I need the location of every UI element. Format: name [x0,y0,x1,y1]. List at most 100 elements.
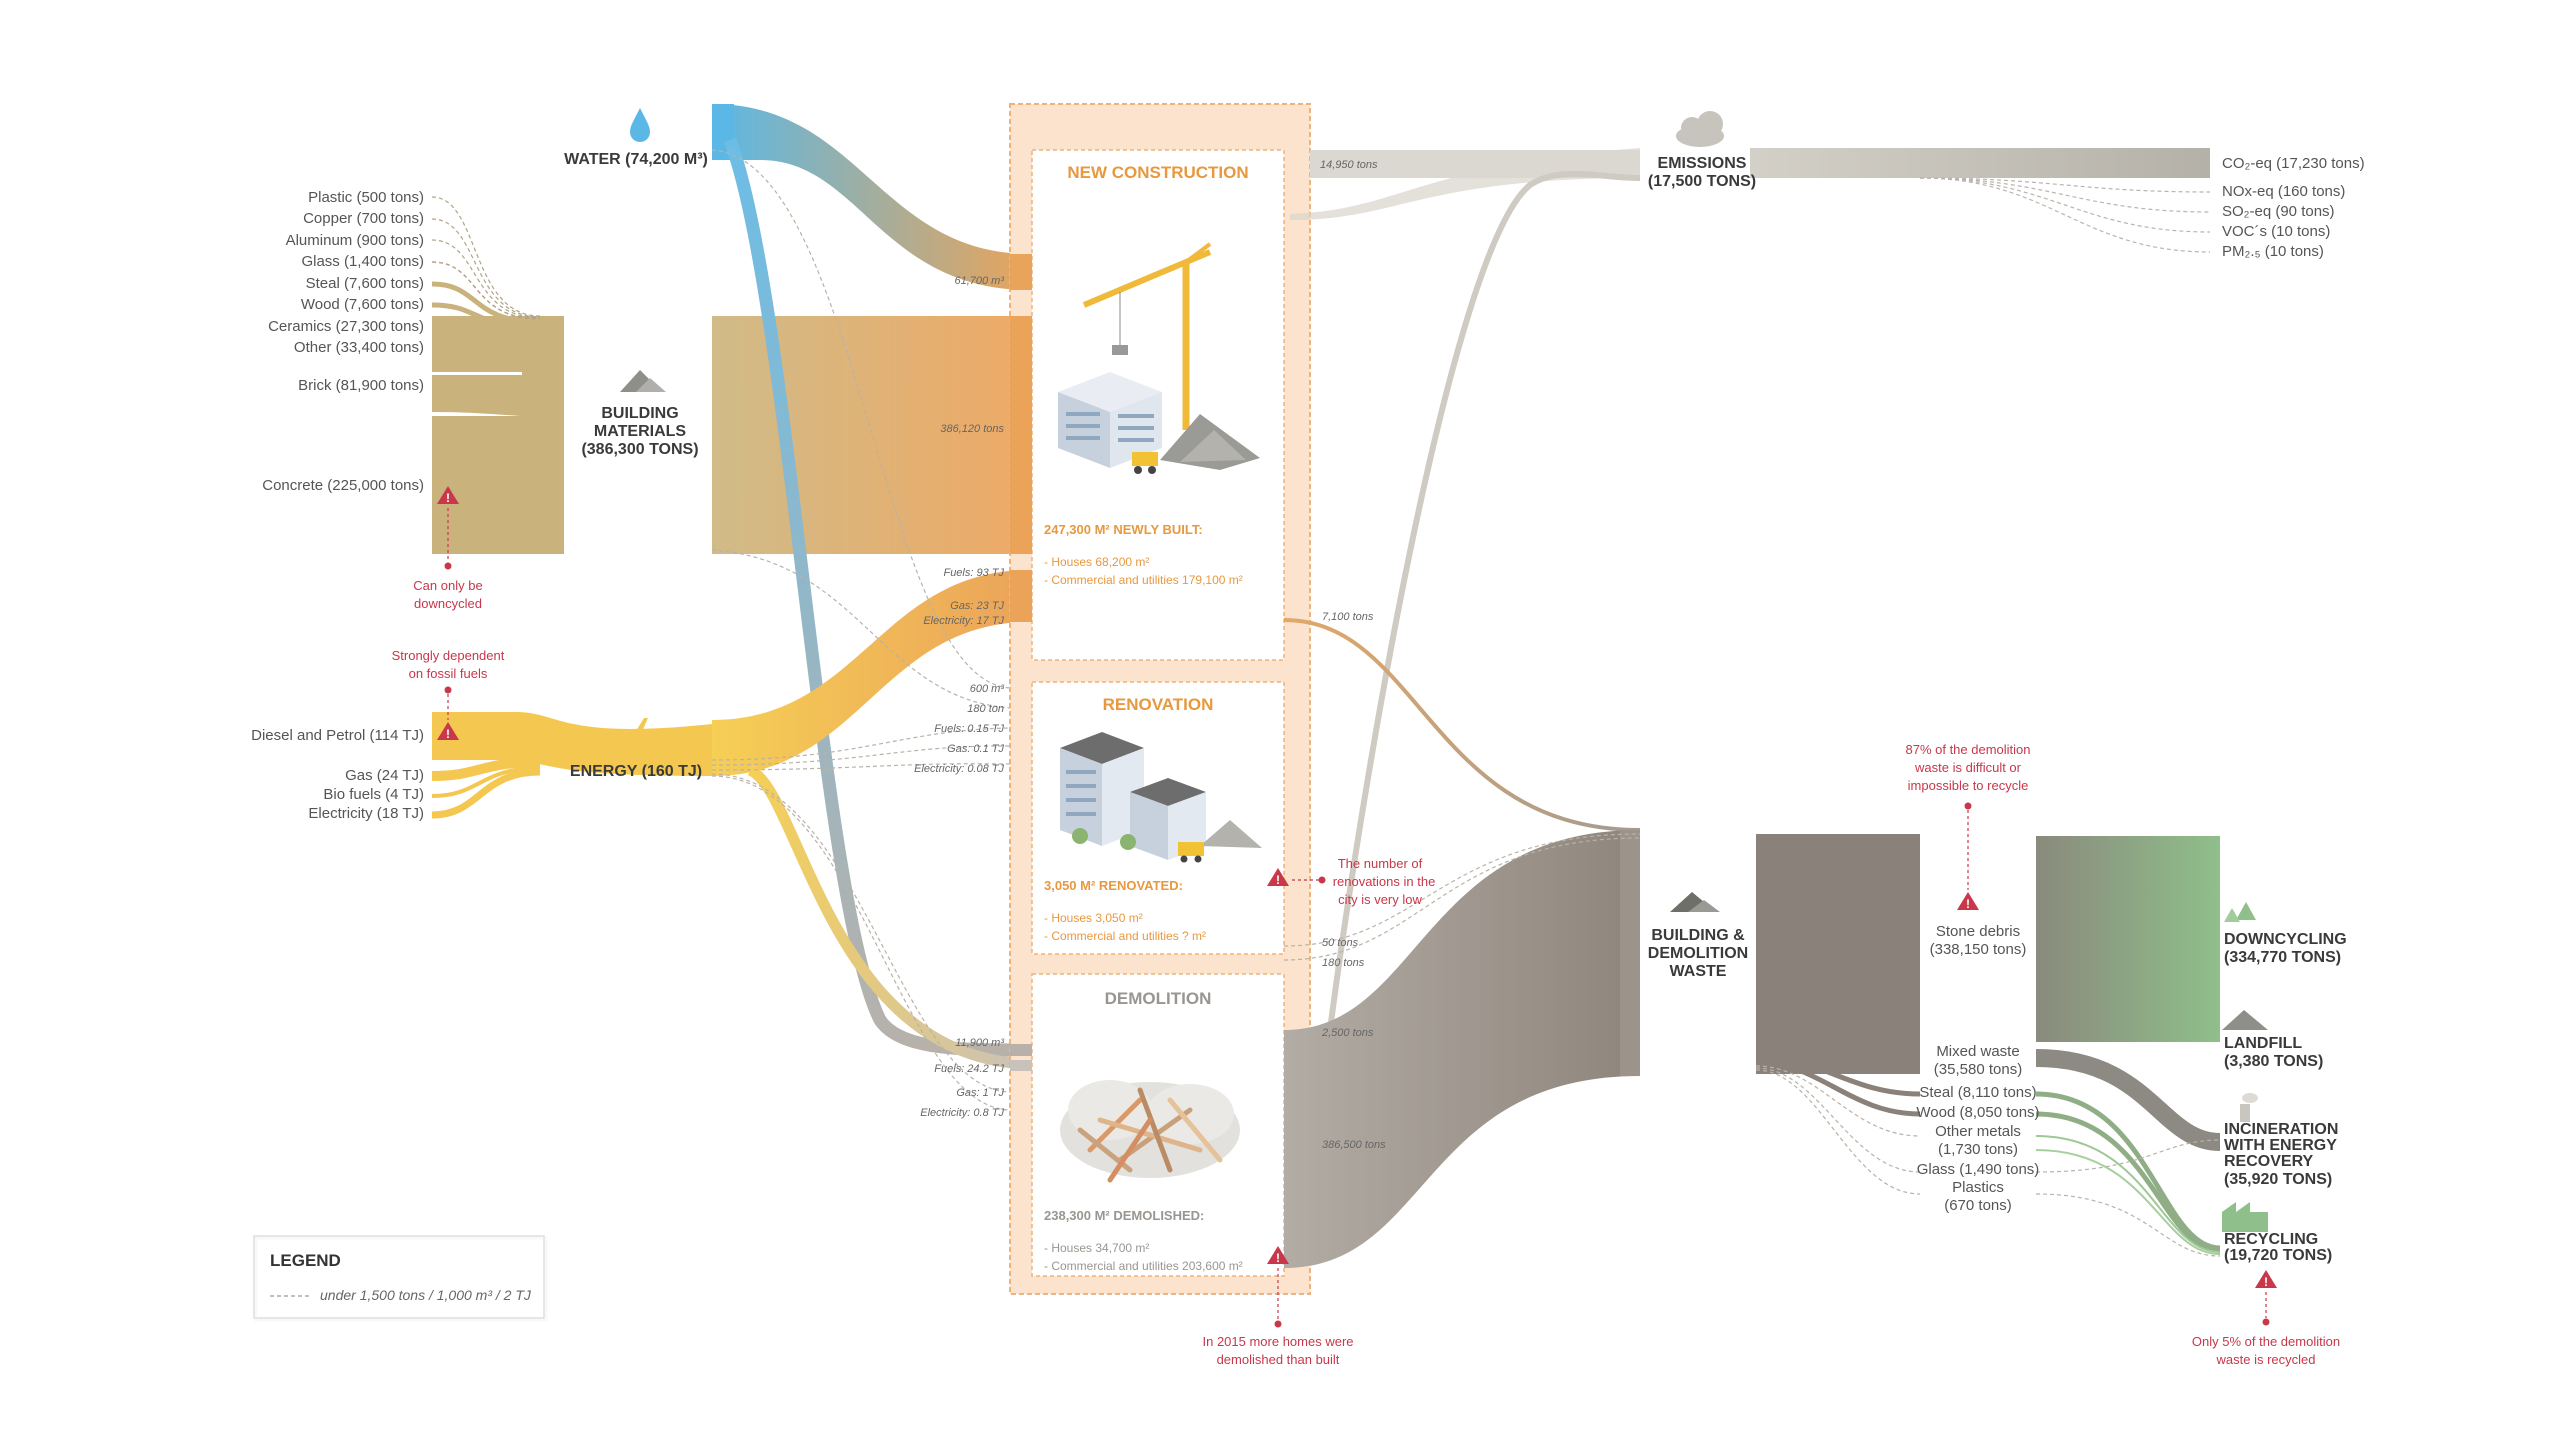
demolition-demolished: 238,300 M² DEMOLISHED: [1044,1208,1204,1223]
energy-item: Electricity (18 TJ) [308,805,424,822]
flow-new-waste [1283,618,1641,832]
material-item: Other (33,400 tons) [294,339,424,356]
cloud-icon [1676,111,1724,147]
stone-debris-label: Stone debris [1936,923,2020,940]
flow-water-new [712,104,1030,290]
legend: LEGEND under 1,500 tons / 1,000 m³ / 2 T… [253,1235,548,1322]
flow-water-demolition [723,137,1031,1057]
note-waste: waste is difficult or [1914,760,2022,775]
svg-text:Mixed waste: Mixed waste [1936,1043,2019,1060]
downcycling-label: DOWNCYCLING [2224,931,2347,948]
note-renovation: The number of [1338,856,1423,871]
waste-pile-icon [1670,892,1720,912]
renovation-commercial: - Commercial and utilities ? m² [1044,929,1206,943]
energy-input-fans [431,757,541,819]
materials-input-fans [431,196,541,369]
note-waste: impossible to recycle [1908,778,2029,793]
flow-energy-new [712,570,1030,776]
downcycling-label: (334,770 TONS) [2224,949,2341,966]
landfill-label: (3,380 TONS) [2224,1053,2323,1070]
note-recycling: Only 5% of the demolition [2192,1334,2340,1349]
waste-label: BUILDING & [1651,927,1745,944]
gravel-pile-icon [620,370,666,392]
note-demolition: demolished than built [1217,1352,1340,1367]
waste-label: DEMOLITION [1648,945,1748,962]
material-item: Plastic (500 tons) [308,189,424,206]
demolition-title: DEMOLITION [1105,989,1212,1008]
emission-item: SO₂-eq (90 tons) [2222,203,2335,220]
materials-label: BUILDING [601,405,678,422]
svg-text:Other metals: Other metals [1935,1123,2021,1140]
renovation-renovated: 3,050 M² RENOVATED: [1044,878,1183,893]
flow-label: 7,100 tons [1322,611,1374,623]
landfill-icon [2222,1010,2268,1030]
emissions-output-bar [1750,148,2210,178]
material-item: Brick (81,900 tons) [298,377,424,394]
incineration-label: INCINERATION [2224,1121,2338,1138]
landfill-label: LANDFILL [2224,1035,2302,1052]
flow-demolition-waste [1284,830,1640,1268]
emission-item: NOx-eq (160 tons) [2222,183,2345,200]
material-item: Ceramics (27,300 tons) [268,318,424,335]
flow-label: Electricity: 17 TJ [923,615,1004,627]
note-renovation: city is very low [1338,892,1422,907]
svg-text:Steal (8,110 tons): Steal (8,110 tons) [1919,1084,2036,1101]
emissions-label: EMISSIONS [1658,155,1747,172]
flow-label: 11,900 m³ [955,1037,1004,1049]
waste-label: WASTE [1670,963,1727,980]
energy-label: ENERGY (160 TJ) [570,763,702,780]
flow-label: 2,500 tons [1321,1027,1374,1039]
flow-label: Fuels: 0.15 TJ [934,723,1004,735]
alert-fossil: ! [437,686,459,741]
new-construction-title: NEW CONSTRUCTION [1067,163,1248,182]
renovation-houses: - Houses 3,050 m² [1044,911,1143,925]
lightning-bolt-icon [628,718,652,766]
incineration-label: RECOVERY [2224,1153,2314,1170]
legend-entry: under 1,500 tons / 1,000 m³ / 2 TJ [320,1287,532,1303]
waste-fractions [1755,1032,1921,1117]
note-recycling: waste is recycled [2216,1352,2316,1367]
emission-minor-flows [1919,177,2211,253]
recycling-label: (19,720 TONS) [2224,1247,2332,1264]
alert-waste: ! [1957,802,1979,911]
material-item: Copper (700 tons) [303,210,424,227]
note-downcycled: downcycled [414,596,482,611]
flow-label: Gas: 23 TJ [950,600,1004,612]
note-renovation: renovations in the [1333,874,1436,889]
demolition-commercial: - Commercial and utilities 203,600 m² [1044,1259,1243,1273]
minor-flows [711,149,1011,1111]
svg-text:!: ! [446,727,450,741]
svg-text:!: ! [2264,1275,2268,1289]
alert-concrete: ! [437,486,459,570]
flow-label: 14,950 tons [1320,159,1378,171]
svg-text:Plastics: Plastics [1952,1179,2004,1196]
energy-item: Bio fuels (4 TJ) [323,786,424,803]
svg-text:(1,730 tons): (1,730 tons) [1938,1141,2018,1158]
flow-label: 50 tons [1322,937,1359,949]
water-drop-icon [630,108,650,142]
downcycling-bar [2036,836,2220,1042]
materials-items: Plastic (500 tons) Copper (700 tons) Alu… [262,189,424,494]
note-downcycled: Can only be [413,578,482,593]
flow-demolition-emissions [1327,170,1641,1031]
flow-label: 180 tons [1322,957,1365,969]
flow-energy-demolition [747,764,1031,1070]
materials-label: MATERIALS [594,423,686,440]
alert-demolition: ! [1267,1246,1289,1328]
svg-text:Glass (1,490 tons): Glass (1,490 tons) [1917,1161,2040,1178]
flow-label: 386,120 tons [940,423,1004,435]
energy-item: Gas (24 TJ) [345,767,424,784]
material-item: Wood (7,600 tons) [301,296,424,313]
flow-label: Fuels: 93 TJ [943,567,1004,579]
water-label: WATER (74,200 M³) [564,151,708,168]
flow-label: 386,500 tons [1322,1139,1386,1151]
demolition-houses: - Houses 34,700 m² [1044,1241,1149,1255]
output-flows [2035,1049,2221,1255]
incineration-icon [2240,1093,2258,1122]
note-waste: 87% of the demolition [1905,742,2030,757]
material-item: Glass (1,400 tons) [301,253,424,270]
alert-renovation: ! [1267,868,1326,887]
note-demolition: In 2015 more homes were [1202,1334,1353,1349]
renovation-illustration [1060,732,1262,863]
